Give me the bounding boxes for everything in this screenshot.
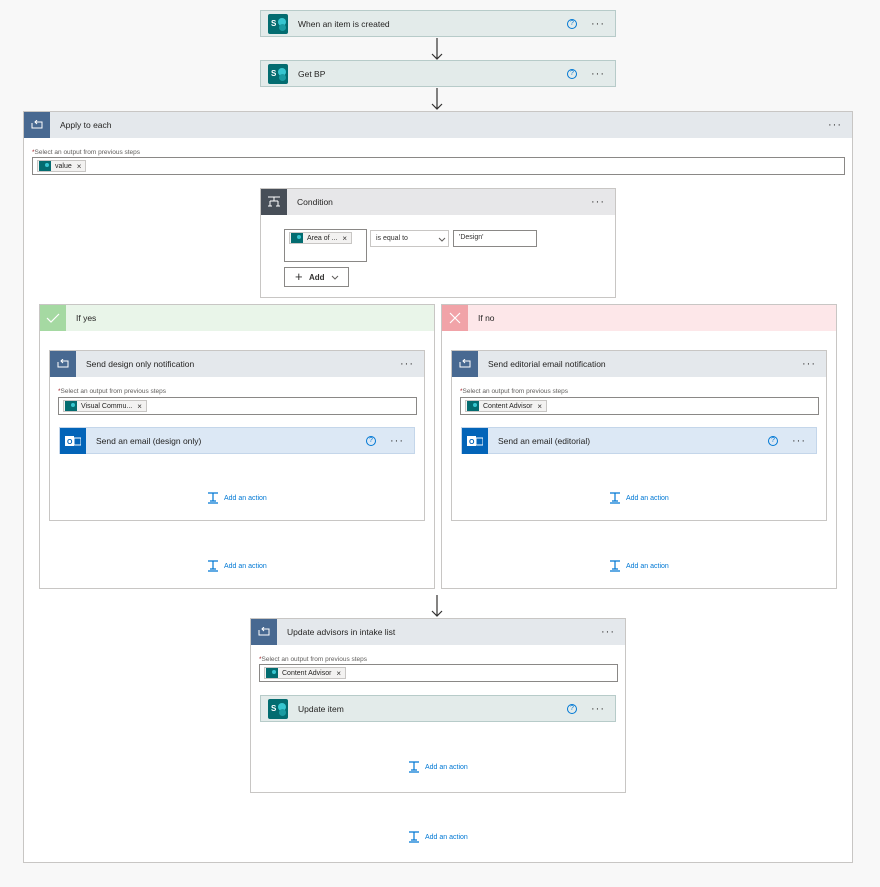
more-options-icon[interactable]: ··· (591, 702, 605, 715)
add-an-action-button[interactable]: Add an action (207, 560, 267, 572)
apply-to-each-header[interactable]: Apply to each ··· (24, 112, 852, 138)
add-an-action-button[interactable]: Add an action (408, 761, 468, 773)
more-options-icon[interactable]: ··· (828, 119, 842, 131)
select-output-label: *Select an output from previous steps (259, 656, 368, 663)
content-advisor-token[interactable]: Content Advisor × (465, 400, 548, 412)
svg-text:O: O (67, 439, 73, 446)
send-email-editorial-card[interactable]: O Send an email (editorial) ? ··· (461, 427, 817, 454)
more-options-icon[interactable]: ··· (591, 196, 605, 208)
sharepoint-icon (65, 401, 77, 411)
send-email-design-card[interactable]: O Send an email (design only) ? ··· (59, 427, 415, 454)
help-icon[interactable]: ? (567, 18, 577, 29)
update-item-card[interactable]: S Update item ? ··· (260, 695, 616, 722)
if-no-title: If no (478, 313, 495, 323)
loop-icon (24, 112, 50, 138)
chevron-down-icon (438, 237, 446, 242)
condition-title: Condition (297, 197, 333, 207)
update-item-title: Update item (298, 703, 344, 714)
trigger-card[interactable]: S When an item is created ? ··· (260, 10, 616, 37)
checkmark-icon (40, 305, 66, 331)
apply-to-each-title: Apply to each (60, 120, 112, 130)
update-advisors-loop-header[interactable]: Update advisors in intake list ··· (251, 619, 625, 645)
chevron-down-icon (331, 275, 339, 280)
remove-token-icon[interactable]: × (76, 161, 82, 171)
help-icon[interactable]: ? (567, 68, 577, 79)
select-output-label: *Select an output from previous steps (32, 149, 141, 156)
add-action-icon (610, 560, 620, 572)
if-yes-header[interactable]: If yes (40, 305, 434, 331)
update-advisors-loop-title: Update advisors in intake list (287, 627, 396, 637)
more-options-icon[interactable]: ··· (792, 434, 806, 447)
close-icon (442, 305, 468, 331)
add-action-icon (610, 492, 620, 504)
design-loop-title: Send design only notification (86, 359, 195, 369)
update-select-field[interactable]: Content Advisor × (259, 664, 618, 682)
remove-token-icon[interactable]: × (137, 401, 142, 411)
condition-right-field[interactable]: 'Design' (453, 230, 537, 247)
condition-left-field[interactable]: Area of ... × (284, 229, 367, 262)
help-icon[interactable]: ? (366, 435, 376, 446)
help-icon[interactable]: ? (768, 435, 778, 446)
get-bp-card[interactable]: S Get BP ? ··· (260, 60, 616, 87)
sharepoint-icon (39, 161, 51, 171)
arrow-down-icon (431, 88, 443, 110)
content-advisor-token[interactable]: Content Advisor × (264, 667, 347, 679)
remove-token-icon[interactable]: × (342, 233, 348, 243)
condition-icon (261, 189, 287, 215)
add-an-action-button[interactable]: Add an action (609, 492, 669, 504)
sharepoint-icon (467, 401, 479, 411)
sharepoint-icon: S (268, 13, 288, 34)
sharepoint-icon (291, 233, 303, 243)
condition-operator-select[interactable]: is equal to (370, 230, 449, 247)
area-of-token[interactable]: Area of ... × (289, 232, 353, 244)
sharepoint-icon (266, 668, 278, 678)
add-action-icon (409, 831, 419, 843)
add-action-icon (208, 492, 218, 504)
add-action-icon (208, 560, 218, 572)
if-no-header[interactable]: If no (442, 305, 836, 331)
add-an-action-button[interactable]: Add an action (609, 560, 669, 572)
condition-add-button[interactable]: + Add (284, 267, 349, 287)
value-token[interactable]: value × (37, 160, 87, 172)
if-yes-title: If yes (76, 313, 97, 323)
outlook-icon: O (60, 427, 86, 454)
loop-icon (251, 619, 277, 645)
more-options-icon[interactable]: ··· (400, 358, 414, 370)
add-an-action-button[interactable]: Add an action (408, 831, 468, 843)
help-icon[interactable]: ? (567, 703, 577, 714)
sharepoint-icon: S (268, 63, 288, 84)
more-options-icon[interactable]: ··· (390, 434, 404, 447)
send-email-editorial-title: Send an email (editorial) (498, 435, 591, 446)
editorial-select-field[interactable]: Content Advisor × (460, 397, 819, 415)
add-action-icon (409, 761, 419, 773)
design-select-field[interactable]: Visual Commu... × (58, 397, 417, 415)
trigger-title: When an item is created (298, 18, 390, 29)
design-loop-header[interactable]: Send design only notification ··· (50, 351, 424, 377)
more-options-icon[interactable]: ··· (591, 67, 605, 80)
remove-token-icon[interactable]: × (537, 401, 543, 411)
more-options-icon[interactable]: ··· (601, 626, 615, 638)
plus-icon: + (295, 269, 303, 284)
outlook-icon: O (462, 427, 488, 454)
arrow-down-icon (431, 38, 443, 60)
editorial-loop-header[interactable]: Send editorial email notification ··· (452, 351, 826, 377)
send-email-design-title: Send an email (design only) (96, 435, 202, 446)
sharepoint-icon: S (268, 698, 288, 719)
editorial-loop-title: Send editorial email notification (488, 359, 606, 369)
select-output-label: *Select an output from previous steps (460, 388, 569, 395)
get-bp-title: Get BP (298, 68, 326, 79)
remove-token-icon[interactable]: × (336, 668, 342, 678)
arrow-down-icon (431, 595, 443, 617)
loop-icon (50, 351, 76, 377)
more-options-icon[interactable]: ··· (591, 17, 605, 30)
select-output-label: *Select an output from previous steps (58, 388, 167, 395)
select-output-field[interactable]: value × (32, 157, 845, 175)
loop-icon (452, 351, 478, 377)
more-options-icon[interactable]: ··· (802, 358, 816, 370)
visual-commu-token[interactable]: Visual Commu... × (63, 400, 147, 412)
svg-text:O: O (469, 439, 475, 446)
condition-header[interactable]: Condition ··· (261, 189, 615, 215)
add-an-action-button[interactable]: Add an action (207, 492, 267, 504)
